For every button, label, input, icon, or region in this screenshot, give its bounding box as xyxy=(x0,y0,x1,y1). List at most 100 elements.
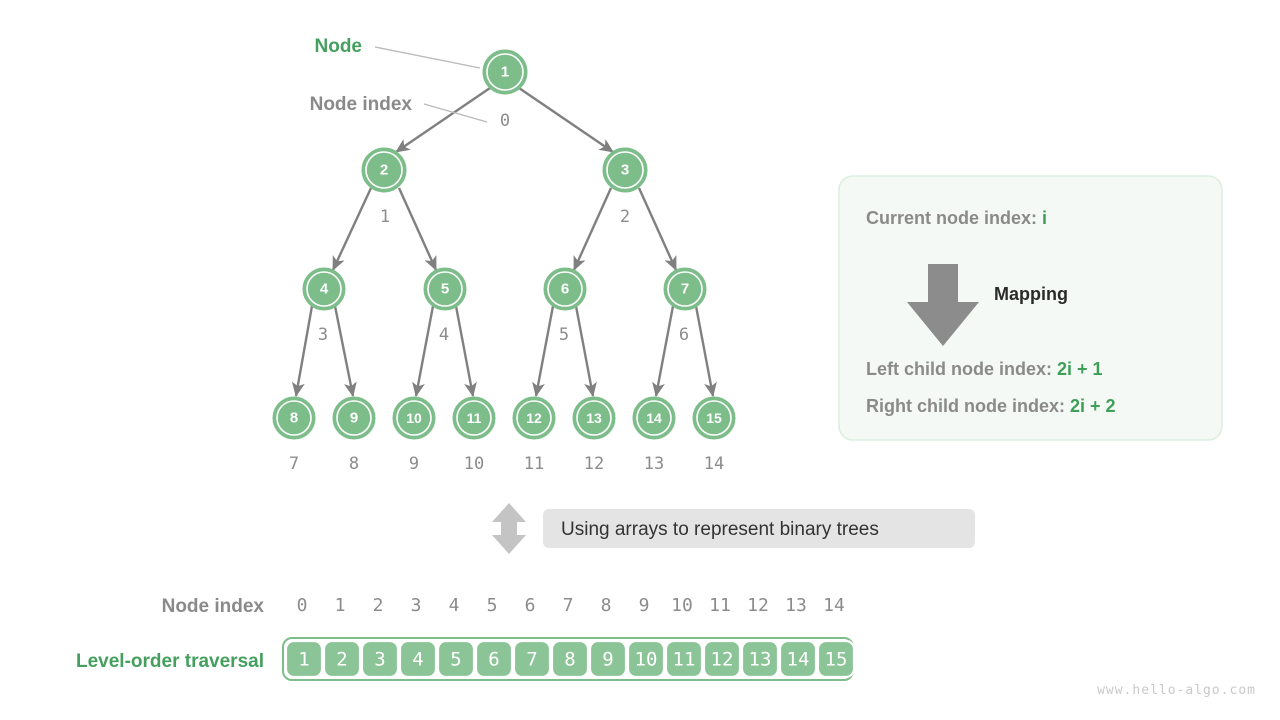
tree-node-index: 7 xyxy=(289,454,299,474)
array-cell[interactable]: 10 xyxy=(626,639,666,679)
right-child-line: Right child node index: 2i + 2 xyxy=(866,396,1116,416)
tree-node[interactable]: 8 xyxy=(272,396,316,440)
array-cell-value: 11 xyxy=(673,649,696,671)
array-index-label: 10 xyxy=(671,595,693,616)
up-down-arrow-icon xyxy=(492,503,526,554)
array-cell[interactable]: 1 xyxy=(284,639,324,679)
tree-node-value: 1 xyxy=(501,64,509,81)
array-cell[interactable]: 3 xyxy=(360,639,400,679)
tree-node-index: 4 xyxy=(439,325,449,345)
tree-node-index: 2 xyxy=(620,207,630,227)
array-index-label: 8 xyxy=(601,595,612,616)
array-index-label: 1 xyxy=(335,595,346,616)
array-cell-value: 2 xyxy=(336,649,347,671)
array-index-label: 9 xyxy=(639,595,650,616)
tree-node[interactable]: 7 xyxy=(663,267,707,311)
tree-node-value: 2 xyxy=(380,162,388,179)
right-child-prefix: Right child node index: xyxy=(866,396,1070,416)
array-index-label: 13 xyxy=(785,595,807,616)
array-cell-value: 8 xyxy=(564,649,575,671)
array-index-row-label: Node index xyxy=(162,596,265,617)
array-cell-value: 13 xyxy=(749,649,772,671)
tree-node[interactable]: 4 xyxy=(302,267,346,311)
array-index-label: 2 xyxy=(373,595,384,616)
tree-node[interactable]: 6 xyxy=(543,267,587,311)
tree-node[interactable]: 3 xyxy=(602,147,648,193)
array-cell[interactable]: 12 xyxy=(702,639,742,679)
mapping-info-box: Current node index: i Mapping Left child… xyxy=(838,175,1223,441)
array-cell[interactable]: 2 xyxy=(322,639,362,679)
tree-node-value: 4 xyxy=(320,281,329,298)
tree-node-index: 13 xyxy=(644,454,664,474)
tree-node-value: 11 xyxy=(467,410,482,426)
array-index-label: 14 xyxy=(823,595,845,616)
tree-node-index: 9 xyxy=(409,454,419,474)
array-index-label: 4 xyxy=(449,595,460,616)
left-child-line: Left child node index: 2i + 1 xyxy=(866,359,1103,379)
watermark: www.hello-algo.com xyxy=(1097,683,1256,698)
tree-node[interactable]: 10 xyxy=(392,396,436,440)
tree-node-index: 10 xyxy=(464,454,484,474)
down-arrow-icon xyxy=(907,264,979,346)
caption-text: Using arrays to represent binary trees xyxy=(561,519,879,540)
left-child-prefix: Left child node index: xyxy=(866,359,1057,379)
array-index-label: 6 xyxy=(525,595,536,616)
array-cell[interactable]: 8 xyxy=(550,639,590,679)
array-cell[interactable]: 9 xyxy=(588,639,628,679)
array-cell[interactable]: 7 xyxy=(512,639,552,679)
tree-node[interactable]: 2 xyxy=(361,147,407,193)
array-cell-value: 1 xyxy=(298,649,309,671)
tree-node-index: 3 xyxy=(318,325,328,345)
array-cell-value: 14 xyxy=(787,649,810,671)
tree-node[interactable]: 13 xyxy=(572,396,616,440)
tree-node-value: 9 xyxy=(350,410,358,427)
array-cell-value: 3 xyxy=(374,649,385,671)
tree-node-value: 3 xyxy=(621,162,629,179)
callout-node-index: Node index xyxy=(310,94,488,123)
tree-node[interactable]: 5 xyxy=(423,267,467,311)
array-cell[interactable]: 6 xyxy=(474,639,514,679)
array-cell-value: 9 xyxy=(602,649,613,671)
array-index-label: 12 xyxy=(747,595,769,616)
array-values-row-label: Level-order traversal xyxy=(76,651,264,672)
tree-node-value: 12 xyxy=(526,410,542,426)
caption-row: Using arrays to represent binary trees xyxy=(492,503,975,554)
tree-node-index: 6 xyxy=(679,325,689,345)
tree-node-value: 6 xyxy=(561,281,569,298)
array-cell[interactable]: 15 xyxy=(816,639,856,679)
array-cell-value: 10 xyxy=(635,649,658,671)
tree-node-index: 12 xyxy=(584,454,604,474)
callout-node-label: Node xyxy=(315,36,363,57)
array-cell[interactable]: 14 xyxy=(778,639,818,679)
array-cell[interactable]: 13 xyxy=(740,639,780,679)
tree-node[interactable]: 11 xyxy=(452,396,496,440)
tree-node[interactable]: 15 xyxy=(692,396,736,440)
tree-node[interactable]: 9 xyxy=(332,396,376,440)
array-cell-value: 4 xyxy=(412,649,423,671)
current-node-index-line: Current node index: i xyxy=(866,208,1047,228)
array-cell[interactable]: 4 xyxy=(398,639,438,679)
tree-node-index: 0 xyxy=(500,111,510,131)
array-cell-value: 12 xyxy=(711,649,734,671)
tree-node-value: 5 xyxy=(441,281,449,298)
tree-node[interactable]: 1 xyxy=(482,49,528,95)
tree-node-value: 13 xyxy=(586,410,602,426)
array-cell-value: 15 xyxy=(825,649,848,671)
array-index-label: 3 xyxy=(411,595,422,616)
current-node-index-prefix: Current node index: xyxy=(866,208,1042,228)
tree-node[interactable]: 14 xyxy=(632,396,676,440)
current-node-index-value: i xyxy=(1042,208,1047,228)
tree-node[interactable]: 12 xyxy=(512,396,556,440)
array-cell-value: 5 xyxy=(450,649,461,671)
array-section: Node index Level-order traversal 0 1 2 3… xyxy=(76,595,856,681)
array-index-label: 0 xyxy=(297,595,308,616)
tree-node-value: 15 xyxy=(706,410,722,426)
left-child-value: 2i + 1 xyxy=(1057,359,1103,379)
caption-pill xyxy=(543,509,975,548)
array-cell[interactable]: 5 xyxy=(436,639,476,679)
array-cell[interactable]: 11 xyxy=(664,639,704,679)
right-child-value: 2i + 2 xyxy=(1070,396,1116,416)
tree-node-value: 7 xyxy=(681,281,689,298)
